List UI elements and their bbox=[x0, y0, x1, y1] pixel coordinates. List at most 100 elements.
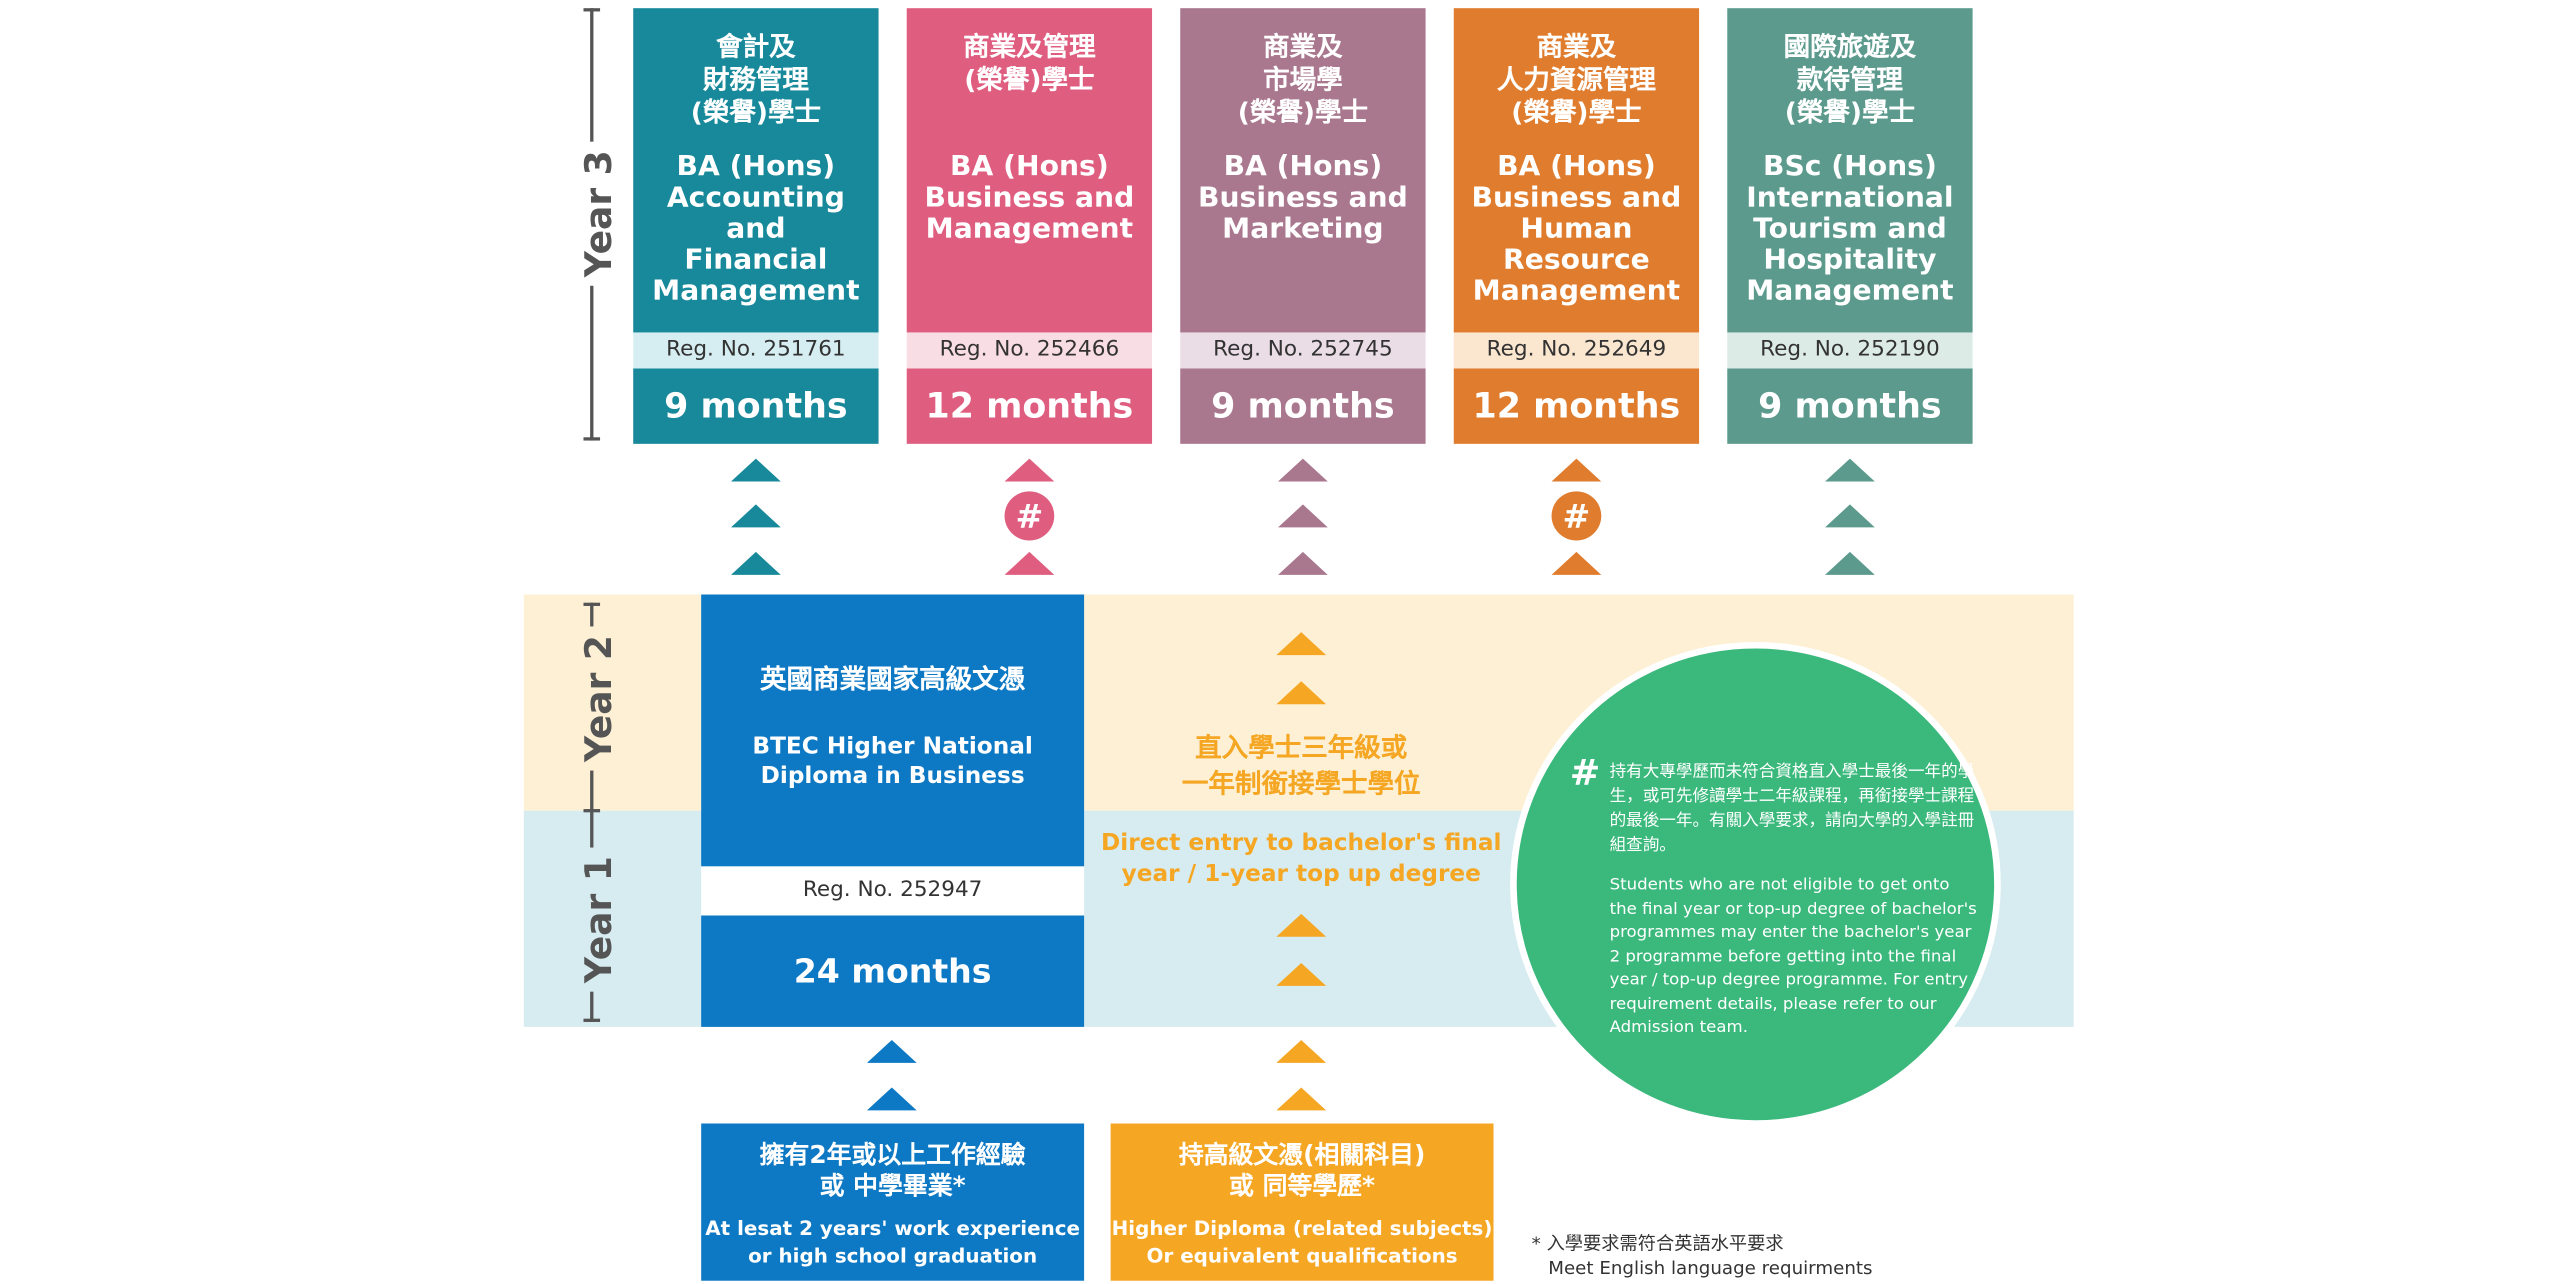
direct-entry-en-line: Direct entry to bachelor's final bbox=[1101, 830, 1502, 857]
up-arrow-icon bbox=[866, 1087, 917, 1111]
up-arrow-icon bbox=[1825, 504, 1875, 528]
programme-title-en-line: Business and bbox=[924, 181, 1135, 215]
programme-duration: 9 months bbox=[1180, 368, 1426, 444]
programme-reg-no: Reg. No. 252190 bbox=[1727, 332, 1973, 369]
programme-duration: 12 months bbox=[1453, 368, 1700, 444]
direct-entry-zh-line: 一年制銜接學士學位 bbox=[1181, 768, 1421, 800]
programme-title-zh-line: (榮譽)學士 bbox=[690, 96, 822, 128]
entry-zh-line: 擁有2年或以上工作經驗 bbox=[759, 1139, 1026, 1170]
programme-title-en-line: BA (Hons) bbox=[1223, 150, 1383, 184]
up-arrow-icon bbox=[1004, 458, 1055, 482]
entry-en-line: Or equivalent qualifications bbox=[1146, 1244, 1458, 1268]
programme-title-zh-line: (榮譽)學士 bbox=[964, 63, 1095, 95]
year1-label: Year 1 bbox=[579, 847, 621, 992]
programme-title-zh: 國際旅遊及款待管理(榮譽)學士 bbox=[1727, 31, 1972, 129]
programme-title-zh-line: 款待管理 bbox=[1796, 63, 1903, 95]
entry-zh-line: 或 同等學歷* bbox=[1229, 1170, 1376, 1201]
direct-entry-zh: 直入學士三年級或 一年制銜接學士學位 bbox=[1084, 730, 1518, 802]
entry-en-line: Higher Diploma (related subjects) bbox=[1111, 1216, 1493, 1240]
programme-head bbox=[1727, 8, 1973, 333]
up-arrow-icon bbox=[1004, 551, 1055, 575]
programme-duration: 9 months bbox=[1727, 368, 1973, 444]
programme-title-en-line: Human bbox=[1520, 212, 1633, 246]
programme-title-zh: 商業及市場學(榮譽)學士 bbox=[1180, 31, 1425, 129]
programme-title-zh-line: 會計及 bbox=[716, 31, 796, 63]
programme-title-en-line: Financial bbox=[684, 244, 828, 277]
btec-title-zh: 英國商業國家高級文憑 bbox=[760, 663, 1026, 695]
up-arrow-icon bbox=[1276, 681, 1327, 705]
programme-head bbox=[633, 8, 879, 333]
up-arrow-icon bbox=[731, 551, 781, 575]
programme-title-zh-line: 商業及 bbox=[1536, 31, 1617, 63]
programme-title-zh-line: (榮譽)學士 bbox=[1237, 96, 1369, 128]
year3-label: Year 3 bbox=[579, 141, 621, 286]
programme-title-en-line: BSc (Hons) bbox=[1763, 150, 1937, 184]
btec-head bbox=[701, 594, 1085, 867]
footnote-zh: * 入學要求需符合英語水平要求 bbox=[1531, 1233, 1784, 1255]
programme-reg-no: Reg. No. 252649 bbox=[1453, 332, 1700, 369]
entry-en: Higher Diploma (related subjects) Or equ… bbox=[1111, 1215, 1494, 1271]
axis-tick bbox=[583, 8, 601, 12]
up-arrow-icon bbox=[1825, 551, 1875, 575]
programme-duration: 12 months bbox=[906, 368, 1153, 444]
btec-title-en-line: Diploma in Business bbox=[760, 763, 1025, 790]
up-arrow-icon bbox=[1276, 1039, 1327, 1063]
btec-programme-box: 英國商業國家高級文憑 BTEC Higher National Diploma … bbox=[701, 594, 1085, 1027]
up-arrow-icon bbox=[1276, 963, 1327, 986]
programme-title-en-line: BA (Hons) bbox=[676, 150, 836, 184]
entry-zh-line: 或 中學畢業* bbox=[819, 1170, 966, 1201]
direct-entry-en-line: year / 1-year top up degree bbox=[1121, 861, 1481, 888]
programme-head bbox=[1180, 8, 1426, 333]
programme-title-zh-line: 人力資源管理 bbox=[1496, 63, 1656, 95]
programme-title-zh-line: 商業及管理 bbox=[963, 31, 1096, 63]
programme-title-zh: 商業及人力資源管理(榮譽)學士 bbox=[1454, 31, 1699, 129]
up-arrow-icon bbox=[1825, 458, 1875, 482]
up-arrow-icon bbox=[866, 1039, 917, 1063]
up-arrow-icon bbox=[731, 458, 781, 482]
axis-tick bbox=[583, 437, 601, 441]
up-arrow-icon bbox=[1278, 458, 1328, 482]
programme-title-en-line: Marketing bbox=[1222, 212, 1384, 246]
programme-title-en-line: BA (Hons) bbox=[950, 150, 1109, 184]
entry-en: At lesat 2 years' work experience or hig… bbox=[701, 1215, 1084, 1271]
entry-en-line: or high school graduation bbox=[748, 1244, 1038, 1268]
axis-tick bbox=[583, 809, 601, 813]
programme-title-en-line: Tourism and bbox=[1753, 212, 1947, 246]
year-axis-line bbox=[590, 602, 594, 1022]
btec-title-en: BTEC Higher National Diploma in Business bbox=[701, 732, 1084, 791]
up-arrow-icon bbox=[1276, 1087, 1327, 1111]
hash-icon: # bbox=[1551, 491, 1602, 541]
hash-icon: # bbox=[1004, 491, 1055, 541]
programme-title-en-line: Management bbox=[652, 275, 860, 308]
programme-title-zh-line: 市場學 bbox=[1263, 63, 1343, 95]
hash-icon: # bbox=[1569, 753, 1601, 795]
programme-title-zh-line: (榮譽)學士 bbox=[1784, 96, 1916, 128]
programme-title-en-line: Accounting and bbox=[666, 181, 845, 246]
programme-title-zh-line: 國際旅遊及 bbox=[1783, 31, 1917, 63]
programme-title-zh-line: 財務管理 bbox=[702, 63, 809, 95]
note-text-en: Students who are not eligible to get ont… bbox=[1609, 876, 1977, 1037]
entry-zh: 擁有2年或以上工作經驗 或 中學畢業* bbox=[701, 1140, 1084, 1202]
up-arrow-icon bbox=[731, 504, 781, 528]
btec-reg-no: Reg. No. 252947 bbox=[701, 866, 1085, 916]
programme-title-zh-line: 商業及 bbox=[1263, 31, 1343, 63]
programme-title-en-line: Resource bbox=[1503, 244, 1650, 277]
programme-title-en-line: Business and bbox=[1471, 181, 1682, 215]
up-arrow-icon bbox=[1278, 504, 1328, 528]
programme-title-zh: 商業及管理(榮譽)學士 bbox=[907, 31, 1152, 97]
programme-reg-no: Reg. No. 251761 bbox=[633, 332, 879, 369]
axis-tick bbox=[583, 1018, 601, 1022]
entry-box-work-experience: 擁有2年或以上工作經驗 或 中學畢業* At lesat 2 years' wo… bbox=[701, 1123, 1085, 1281]
programme-title-en-line: International bbox=[1746, 181, 1954, 215]
up-arrow-icon bbox=[1278, 551, 1328, 575]
programme-title-en-line: Management bbox=[925, 212, 1134, 246]
